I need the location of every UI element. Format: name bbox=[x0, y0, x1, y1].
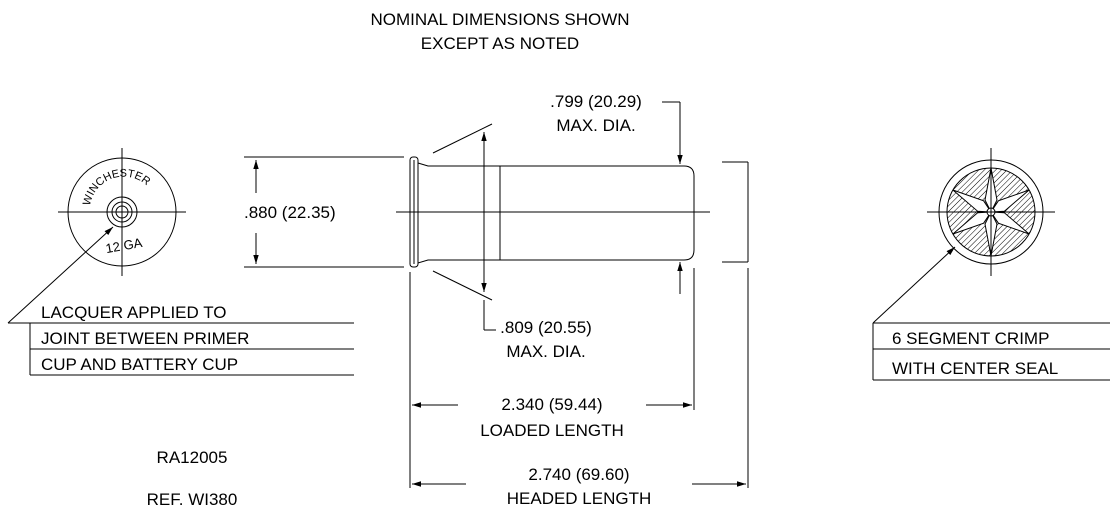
base-dia-value: .809 (20.55) bbox=[500, 318, 592, 337]
crimp-view bbox=[927, 148, 1055, 276]
loaded-length-dimension bbox=[409, 268, 695, 488]
lacquer-note-line-2: JOINT BETWEEN PRIMER bbox=[41, 329, 250, 348]
base-dia-dimension bbox=[432, 123, 496, 331]
headed-length-value: 2.740 (69.60) bbox=[528, 465, 630, 484]
part-number: RA12005 bbox=[156, 448, 228, 467]
shell-head bbox=[417, 162, 501, 264]
head-stamp-bottom: 12 GA bbox=[104, 235, 143, 256]
lacquer-leader bbox=[7, 226, 354, 376]
rim-dimension bbox=[244, 156, 404, 268]
headed-length-label: HEADED LENGTH bbox=[506, 489, 652, 508]
mouth-dia-label: MAX. DIA. bbox=[556, 116, 636, 135]
loaded-length-value: 2.340 (59.44) bbox=[501, 395, 603, 414]
head-view bbox=[58, 148, 186, 276]
header-line-1: NOMINAL DIMENSIONS SHOWN bbox=[370, 10, 630, 29]
crimp-leader bbox=[872, 246, 1110, 381]
lacquer-note-line-3: CUP AND BATTERY CUP bbox=[41, 355, 239, 374]
shell-side-view bbox=[396, 156, 749, 268]
loaded-length-label: LOADED LENGTH bbox=[480, 421, 624, 440]
header-line-2: EXCEPT AS NOTED bbox=[420, 34, 580, 53]
reference-number: REF. WI380 bbox=[146, 490, 238, 509]
base-dia-label: MAX. DIA. bbox=[506, 342, 586, 361]
crimp-note-line-2: WITH CENTER SEAL bbox=[892, 359, 1059, 378]
shell-body bbox=[500, 165, 695, 261]
mouth-dia-value: .799 (20.29) bbox=[550, 92, 642, 111]
headed-length-dimension bbox=[412, 268, 749, 488]
rim-dia-value: .880 (22.35) bbox=[244, 203, 336, 222]
crimp-note-line-1: 6 SEGMENT CRIMP bbox=[892, 329, 1050, 348]
lacquer-note-line-1: LACQUER APPLIED TO bbox=[41, 303, 227, 322]
crimp-segment-folds bbox=[952, 167, 1030, 257]
head-stamp-top: WINCHESTER bbox=[81, 168, 152, 207]
mouth-dia-dimension bbox=[662, 101, 683, 294]
